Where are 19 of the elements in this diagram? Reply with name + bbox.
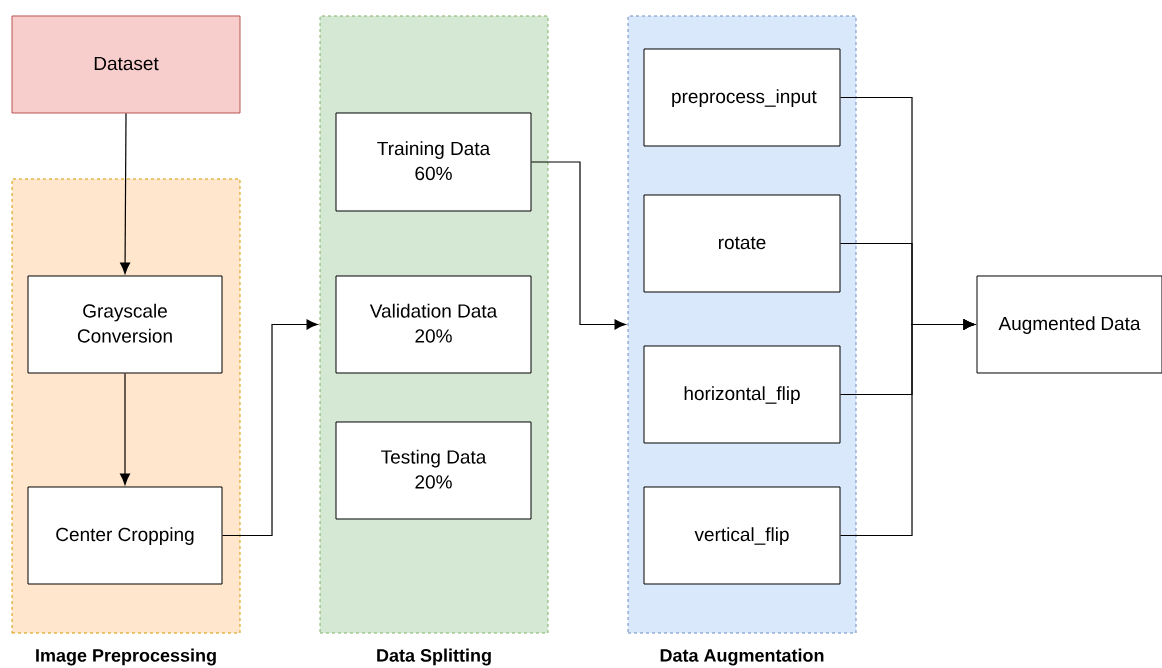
panel-title: Data Augmentation: [660, 648, 824, 666]
process-box: Center Cropping: [27, 486, 223, 585]
process-box: vertical_flip: [643, 486, 841, 585]
arrow: [530, 161, 626, 330]
process-box: Testing Data 20%: [335, 421, 532, 520]
arrow: [221, 319, 318, 537]
panel-title: Image Preprocessing: [36, 648, 216, 666]
process-box: Validation Data 20%: [335, 275, 532, 374]
process-box: preprocess_input: [643, 48, 841, 147]
process-box: rotate: [643, 194, 841, 293]
process-box: horizontal_flip: [643, 345, 841, 444]
arrow: [120, 112, 131, 274]
process-box: Augmented Data: [976, 275, 1162, 374]
process-box: Grayscale Conversion: [27, 275, 223, 374]
process-box: Dataset: [11, 15, 241, 114]
arrow: [839, 319, 975, 537]
arrow: [120, 372, 130, 485]
process-box: Training Data 60%: [335, 112, 532, 212]
panel-title: Data Splitting: [377, 648, 491, 666]
